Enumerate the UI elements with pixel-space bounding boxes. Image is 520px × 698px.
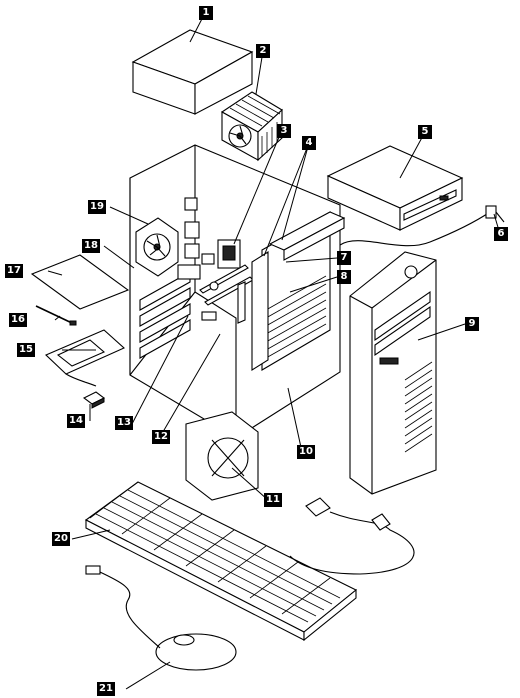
power-supply (131, 29, 254, 115)
callout-10: 10 (297, 445, 315, 459)
keyboard (84, 481, 358, 642)
callout-2: 2 (256, 44, 270, 58)
cable-connector (339, 205, 505, 247)
pci-card (30, 254, 130, 310)
callout-6: 6 (494, 227, 508, 241)
callout-20: 20 (52, 532, 70, 546)
fan-duct (185, 411, 259, 501)
keyboard-cable (289, 497, 415, 575)
heat-sink-fan (220, 91, 283, 162)
callout-1: 1 (199, 6, 213, 20)
callout-17: 17 (5, 264, 23, 278)
callout-13: 13 (115, 416, 133, 430)
callout-12: 12 (152, 430, 170, 444)
callout-5: 5 (418, 125, 432, 139)
callout-16: 16 (9, 313, 27, 327)
callout-3: 3 (277, 124, 291, 138)
callout-21: 21 (97, 682, 115, 696)
callout-8: 8 (337, 270, 351, 284)
callout-7: 7 (337, 251, 351, 265)
leader-lines (47, 12, 501, 690)
callout-9: 9 (465, 317, 479, 331)
antenna (35, 305, 77, 326)
callout-18: 18 (82, 239, 100, 253)
callout-14: 14 (67, 414, 85, 428)
wifi-card (45, 329, 125, 387)
drive-bay-rails (251, 211, 346, 371)
callout-15: 15 (17, 343, 35, 357)
callout-4: 4 (302, 136, 316, 150)
mouse (85, 565, 237, 671)
callout-19: 19 (88, 200, 106, 214)
optical-drive (326, 145, 464, 231)
memory-module (82, 391, 106, 409)
front-bezel (349, 251, 437, 495)
computer-chassis (129, 144, 341, 439)
callout-11: 11 (264, 493, 282, 507)
